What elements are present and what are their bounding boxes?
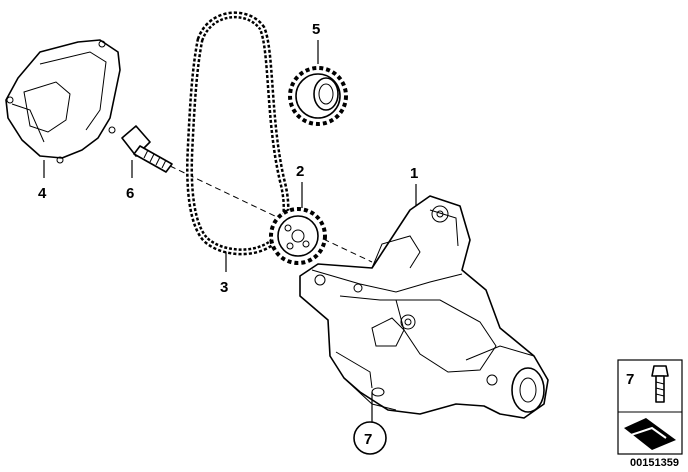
legend-box: 7 <box>617 359 683 455</box>
part-5-sprocket[interactable] <box>288 66 348 126</box>
callout-2[interactable]: 2 <box>296 163 304 180</box>
assembly-axis-line <box>169 165 373 263</box>
part-6-bolt[interactable] <box>121 125 173 173</box>
legend-arrow-icon <box>624 418 676 450</box>
callout-1[interactable]: 1 <box>410 165 418 182</box>
part-2-sprocket[interactable] <box>269 207 327 265</box>
callout-6[interactable]: 6 <box>126 185 134 202</box>
part-1-oil-pump[interactable] <box>299 195 549 419</box>
callout-3[interactable]: 3 <box>220 279 228 296</box>
legend-screw-icon <box>651 365 669 403</box>
legend-item-number: 7 <box>626 371 634 388</box>
callout-4[interactable]: 4 <box>38 185 47 202</box>
part-3-chain[interactable] <box>186 11 290 256</box>
part-4-cover[interactable] <box>5 39 121 164</box>
callout-7[interactable]: 7 <box>364 431 372 448</box>
callout-5[interactable]: 5 <box>312 21 320 38</box>
callout-7-circle[interactable] <box>353 421 387 455</box>
diagram-number: 00151359 <box>630 457 679 469</box>
